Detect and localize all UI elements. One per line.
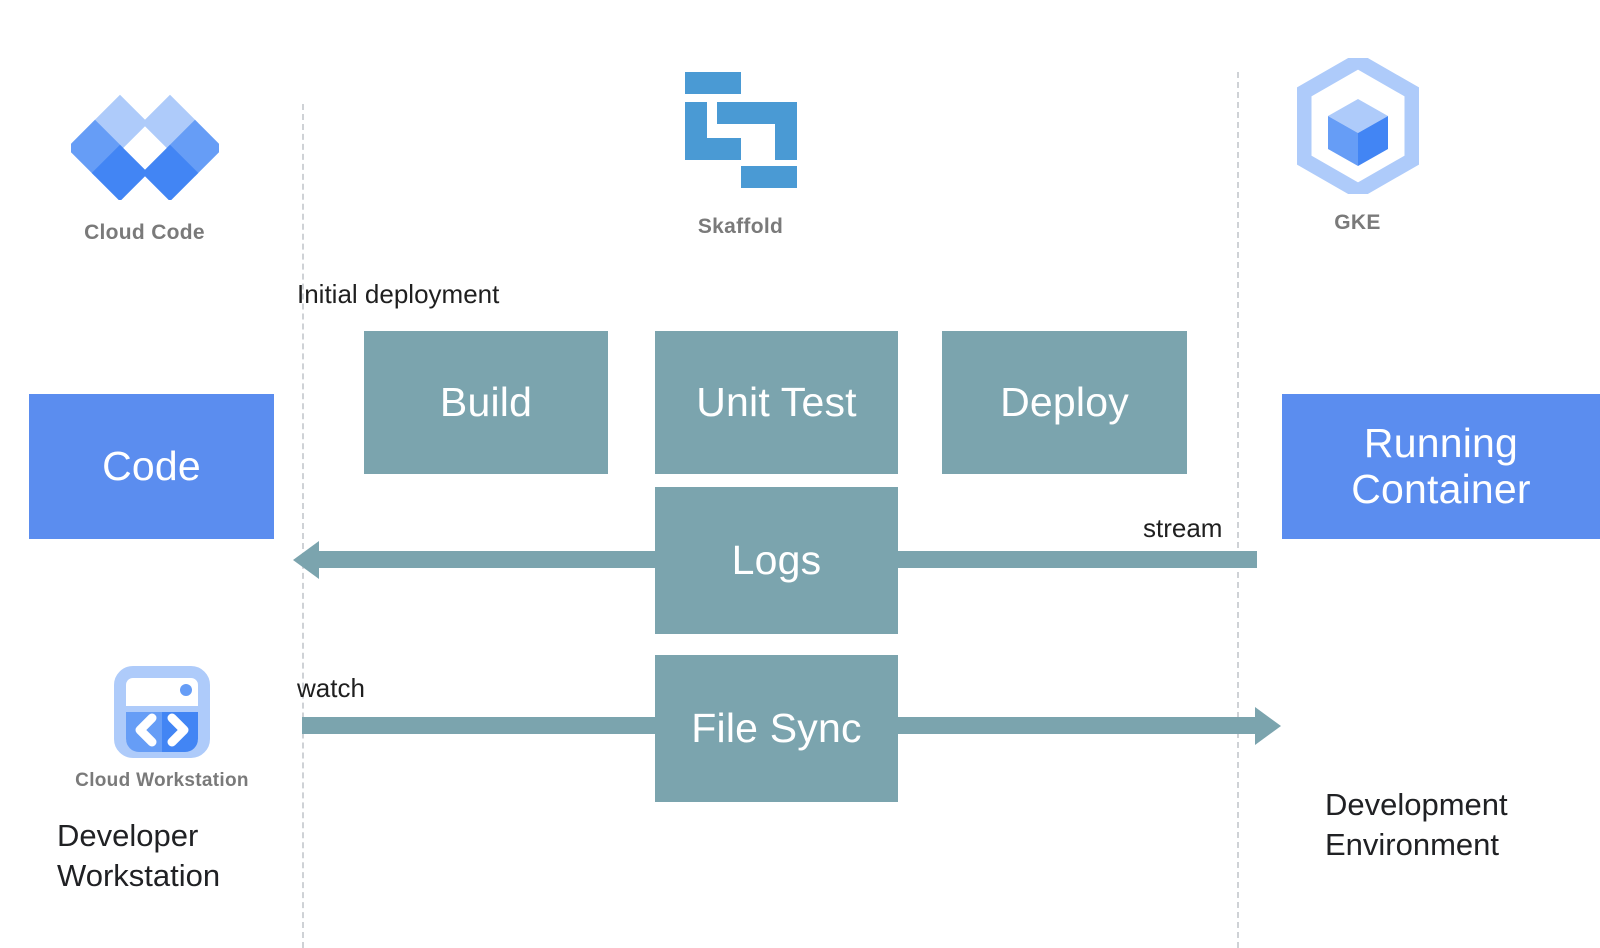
development-environment-label: Development Environment [1325, 787, 1508, 862]
cloud-workstation-icon [114, 666, 210, 763]
unit-test-box[interactable]: Unit Test [655, 331, 898, 474]
running-container-box[interactable]: Running Container [1282, 394, 1600, 539]
skaffold-caption: Skaffold [697, 215, 784, 238]
environment-boundary-line [1237, 72, 1239, 948]
initial-deployment-label: Initial deployment [297, 279, 500, 309]
file-sync-box-label: File Sync [691, 704, 862, 751]
skaffold-icon [681, 66, 801, 193]
deploy-box[interactable]: Deploy [942, 331, 1187, 474]
cloud-workstation-logo-block: Cloud Workstation [57, 666, 267, 792]
workstation-boundary-line [302, 104, 304, 948]
logs-box[interactable]: Logs [655, 487, 898, 634]
build-box[interactable]: Build [364, 331, 608, 474]
build-box-label: Build [439, 378, 533, 425]
cloud-workstation-caption: Cloud Workstation [75, 770, 249, 791]
cloud-code-caption: Cloud Code [84, 221, 205, 244]
running-container-box-label: Running Container [1351, 419, 1531, 512]
file-sync-box[interactable]: File Sync [655, 655, 898, 802]
logs-box-label: Logs [731, 536, 822, 583]
code-box-label: Code [102, 442, 201, 489]
logs-stream-arrow-head [293, 541, 319, 579]
gke-caption: GKE [1334, 211, 1381, 234]
cloud-code-logo-block: Cloud Code [42, 78, 247, 245]
code-box[interactable]: Code [29, 394, 274, 539]
watch-label: watch [297, 673, 365, 703]
stream-label: stream [1143, 513, 1223, 543]
skaffold-logo-block: Skaffold [638, 66, 843, 239]
cloud-code-icon [66, 78, 223, 205]
gke-logo-block: GKE [1255, 52, 1460, 235]
deploy-box-label: Deploy [1000, 378, 1129, 425]
gke-icon [1296, 52, 1419, 200]
unit-test-box-label: Unit Test [696, 378, 857, 425]
file-sync-arrow-head [1255, 707, 1281, 745]
developer-workstation-label: Developer Workstation [57, 818, 221, 893]
